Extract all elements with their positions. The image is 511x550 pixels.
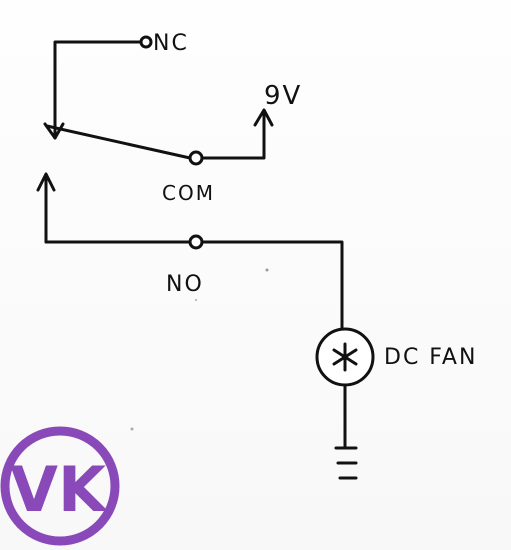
supply-label: 9V — [264, 81, 302, 111]
fan-asterisk-icon — [332, 342, 358, 372]
no-wire — [44, 240, 344, 330]
paper-speck — [195, 299, 197, 301]
no-label: NO — [166, 272, 204, 297]
paper-speck — [265, 268, 269, 272]
nc-terminal-node — [139, 35, 153, 49]
logo-text: VK — [10, 453, 108, 526]
vk-logo: VK — [0, 426, 120, 546]
com-terminal-node — [188, 150, 204, 166]
supply-wire — [200, 110, 266, 160]
switch-arm — [45, 124, 192, 160]
no-contact-arrowhead — [36, 172, 56, 192]
no-terminal-node — [188, 234, 204, 250]
nc-label: NC — [153, 31, 189, 56]
nc-wire — [53, 40, 142, 140]
paper-speck — [130, 427, 134, 431]
supply-arrow-icon — [253, 108, 274, 127]
load-label: DC FAN — [384, 345, 477, 370]
com-label: COM — [162, 181, 215, 205]
ground-icon — [334, 446, 358, 480]
